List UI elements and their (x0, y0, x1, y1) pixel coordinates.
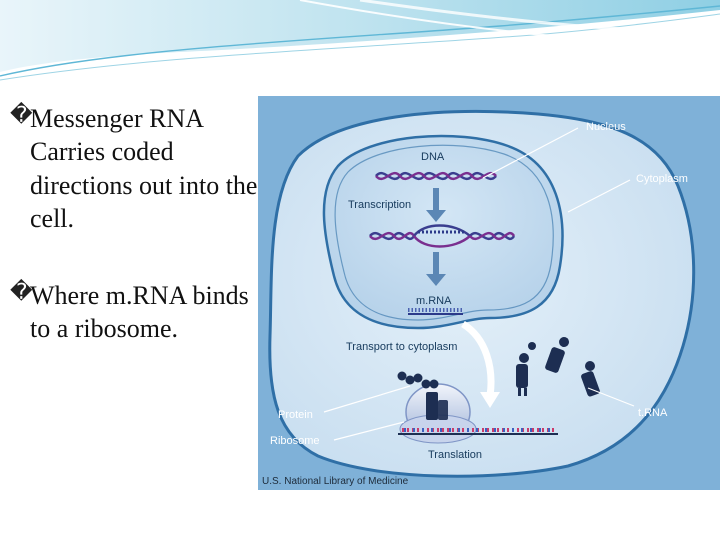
bullet-list: � Messenger RNA Carries coded directions… (10, 102, 258, 390)
bullet-marker: � (10, 280, 33, 306)
bullet-marker: � (10, 103, 33, 128)
cytoplasm-mrna (398, 428, 558, 435)
transcription-arrow (426, 188, 446, 222)
dna-helix (375, 171, 497, 181)
label-protein: Protein (278, 409, 313, 421)
label-trna: t.RNA (638, 407, 668, 419)
label-transcription: Transcription (348, 199, 411, 211)
leader-lines (323, 127, 635, 441)
bullet-item: � Where m.RNA binds to a ribosome. (10, 279, 258, 346)
cell-diagram: Nucleus Cytoplasm DNA Transcription m.RN… (258, 96, 720, 490)
mrna-strand (408, 308, 463, 315)
label-cytoplasm: Cytoplasm (636, 173, 688, 185)
image-credit: U.S. National Library of Medicine (262, 476, 409, 487)
mrna-arrow (426, 252, 446, 286)
bullet-item: � Messenger RNA Carries coded directions… (10, 102, 258, 235)
bullet-text: Where m.RNA binds to a ribosome. (30, 281, 249, 344)
label-ribosome: Ribosome (270, 435, 320, 447)
transport-arrowhead (480, 392, 500, 408)
transport-arrow (461, 321, 495, 397)
label-mrna: m.RNA (416, 295, 452, 307)
label-nucleus: Nucleus (586, 121, 626, 133)
label-translation: Translation (428, 449, 482, 461)
nucleus-inner-membrane (334, 144, 554, 321)
bullet-text: Messenger RNA Carries coded directions o… (30, 104, 258, 233)
label-dna: DNA (421, 151, 445, 163)
header-banner (0, 0, 720, 81)
transcription-bubble (369, 224, 516, 248)
protein-chain (397, 371, 439, 389)
label-transport: Transport to cytoplasm (346, 341, 457, 353)
